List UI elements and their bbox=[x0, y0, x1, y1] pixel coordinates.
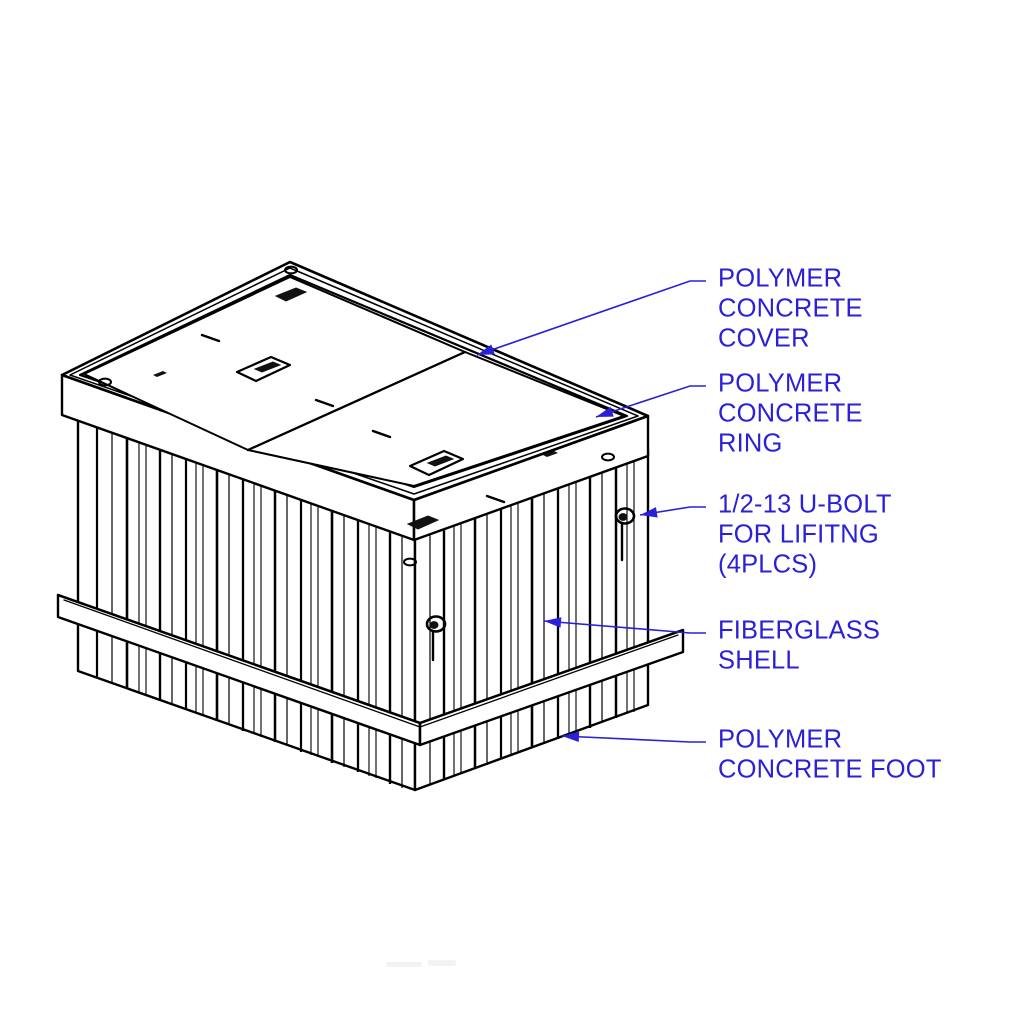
label-fiberglass-shell-line-2: SHELL bbox=[718, 647, 800, 675]
cover-pull-slot-b[interactable] bbox=[408, 449, 465, 477]
shell-ribs-left bbox=[95, 422, 403, 788]
u-bolt-front[interactable] bbox=[425, 615, 447, 662]
label-polymer-concrete-ring-line-3: RING bbox=[718, 430, 783, 458]
label-polymer-concrete-foot-line-1: POLYMER bbox=[718, 726, 842, 754]
polymer-concrete-cover-group bbox=[83, 265, 625, 567]
label-u-bolt-for-lifting-line-2: FOR LIFITNG bbox=[718, 521, 879, 549]
cover-bolt-hole-a1 bbox=[284, 265, 298, 275]
label-polymer-concrete-cover-line-3: COVER bbox=[718, 325, 810, 353]
leader-line-polymer-concrete-foot bbox=[561, 735, 706, 743]
callout-annotations: POLYMERCONCRETECOVERPOLYMERCONCRETERING1… bbox=[476, 265, 942, 784]
faint-watermark bbox=[386, 960, 456, 967]
label-polymer-concrete-cover-line-1: POLYMER bbox=[718, 265, 842, 293]
cover-bolt-hole-b1 bbox=[403, 557, 417, 567]
cover-marker-b1 bbox=[543, 451, 558, 457]
cover-vent-slot-b1 bbox=[371, 429, 392, 439]
arrowhead-polymer-concrete-cover bbox=[477, 344, 495, 355]
label-fiberglass-shell-line-1: FIBERGLASS bbox=[718, 617, 880, 645]
label-polymer-concrete-ring-line-1: POLYMER bbox=[718, 370, 842, 398]
arrowhead-polymer-concrete-ring bbox=[596, 406, 614, 417]
label-polymer-concrete-ring-line-2: CONCRETE bbox=[718, 400, 863, 428]
u-bolt-group bbox=[425, 507, 636, 662]
leader-line-polymer-concrete-ring bbox=[595, 385, 706, 418]
cover-id-plate-b bbox=[406, 515, 440, 530]
cover-seam bbox=[246, 350, 467, 452]
arrowhead-polymer-concrete-foot bbox=[562, 731, 580, 742]
u-bolt-right[interactable] bbox=[614, 507, 636, 562]
cover-vent-slot-a2 bbox=[314, 398, 335, 408]
cover-id-plate-a bbox=[274, 287, 308, 302]
label-u-bolt-for-lifting-line-1: 1/2-13 U-BOLT bbox=[718, 491, 892, 519]
polymer-concrete-foot bbox=[56, 593, 685, 747]
label-u-bolt-for-lifting-line-3: (4PLCS) bbox=[718, 551, 817, 579]
leader-line-fiberglass-shell bbox=[543, 620, 706, 634]
cover-pull-slot-a[interactable] bbox=[235, 355, 292, 383]
cover-bolt-hole-b2 bbox=[601, 452, 615, 462]
label-polymer-concrete-cover-line-2: CONCRETE bbox=[718, 295, 863, 323]
cover-bolt-hole-a2 bbox=[98, 377, 112, 387]
arrowhead-u-bolt-for-lifting bbox=[640, 507, 658, 518]
cover-vent-slot-b2 bbox=[485, 494, 506, 504]
arrowhead-fiberglass-shell bbox=[544, 617, 562, 628]
cover-vent-slot-a1 bbox=[200, 333, 221, 343]
cover-marker-a1 bbox=[153, 371, 167, 377]
label-polymer-concrete-foot-line-2: CONCRETE FOOT bbox=[718, 756, 942, 784]
leader-line-polymer-concrete-cover bbox=[476, 280, 706, 356]
